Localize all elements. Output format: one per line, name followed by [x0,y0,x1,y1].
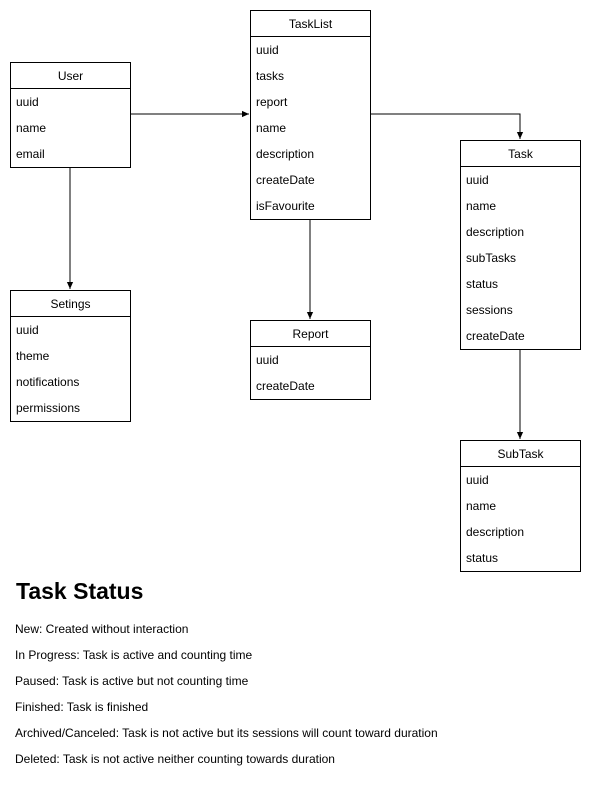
entity-title: TaskList [251,11,370,37]
entity-attribute: name [256,121,287,135]
entity-attribute: subTasks [466,251,517,265]
legend-title: Task Status [16,578,144,604]
entity-attribute: notifications [16,375,80,389]
task-status-legend: Task Status New: Created without interac… [15,574,576,772]
entity-title: SubTask [461,441,580,467]
entity-attribute: description [256,147,315,161]
entity-tasklist[interactable]: TaskList uuid tasks report name descript… [250,10,371,220]
entity-attribute: email [16,147,45,161]
entity-title: Report [251,321,370,347]
entity-attribute: report [256,95,288,109]
entity-report[interactable]: Report uuid createDate [250,320,371,400]
entity-attribute: uuid [466,473,489,487]
entity-attribute: tasks [256,69,285,83]
entity-task[interactable]: Task uuid name description subTasks stat… [460,140,581,350]
legend-item: Archived/Canceled: Task is not active bu… [15,726,438,740]
entity-user[interactable]: User uuid name email [10,62,131,168]
entity-attribute: createDate [466,329,525,343]
entity-attribute: uuid [256,43,279,57]
entity-attribute: createDate [256,379,315,393]
legend-item: New: Created without interaction [15,622,189,636]
entity-settings[interactable]: Setings uuid theme notifications permiss… [10,290,131,422]
legend-item: Finished: Task is finished [15,700,149,714]
entity-attribute: name [466,199,497,213]
entity-attribute: description [466,225,525,239]
entity-attribute: name [466,499,497,513]
entity-attribute: description [466,525,525,539]
entity-attribute: name [16,121,47,135]
entity-attribute: theme [16,349,50,363]
entity-title: Task [461,141,580,167]
entity-attribute: isFavourite [256,199,315,213]
legend-item: Deleted: Task is not active neither coun… [15,752,335,766]
entity-attribute: status [466,277,499,291]
entity-attribute: permissions [16,401,81,415]
legend-item: In Progress: Task is active and counting… [15,648,253,662]
entity-title: Setings [11,291,130,317]
legend-item: Paused: Task is active but not counting … [15,674,249,688]
entity-subtask[interactable]: SubTask uuid name description status [460,440,581,572]
entity-title: User [11,63,130,89]
entity-attribute: uuid [256,353,279,367]
entity-attribute: uuid [16,95,39,109]
entity-attribute: createDate [256,173,315,187]
relation-tasklist-task [371,113,524,139]
entity-attribute: status [466,551,499,565]
entity-attribute: uuid [16,323,39,337]
entity-attribute: sessions [466,303,513,317]
entity-attribute: uuid [466,173,489,187]
